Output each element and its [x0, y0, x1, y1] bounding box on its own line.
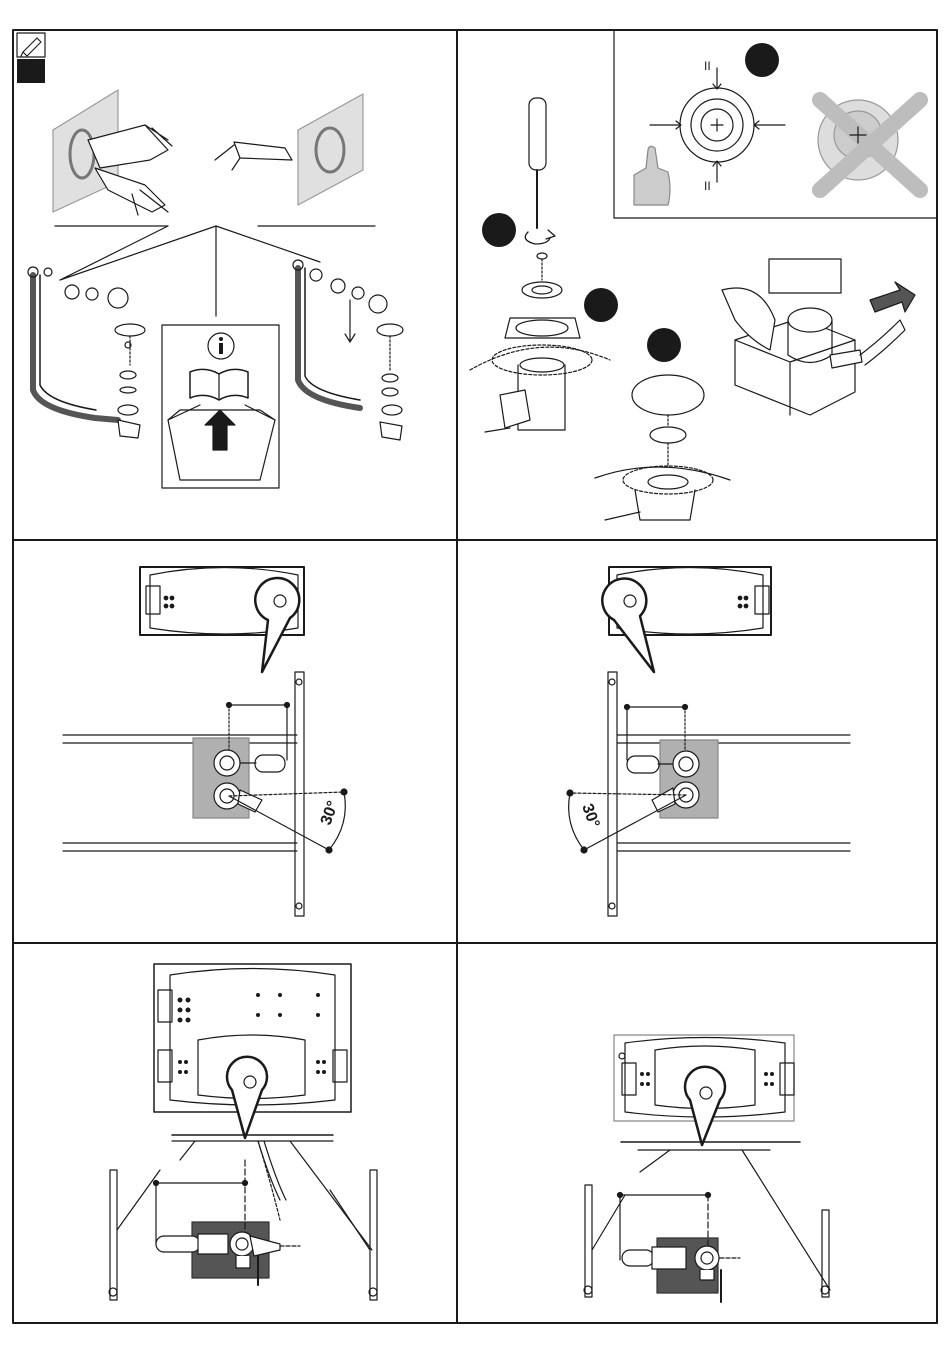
wall-plate-right	[215, 94, 363, 205]
callout-pointer	[602, 579, 654, 672]
support-bar	[110, 1170, 117, 1300]
svg-text:II: II	[704, 179, 711, 193]
step-2-marker	[584, 288, 618, 322]
step-4-marker	[745, 43, 779, 77]
wall-plate-left	[53, 90, 172, 215]
support-bar	[370, 1170, 377, 1300]
plug-cover	[595, 375, 730, 520]
panel-valve-position-right: 30°	[63, 567, 347, 916]
callout-pointer	[255, 578, 299, 672]
panel-drain-overflow-assembly: II II	[470, 30, 937, 520]
info-manual-box	[162, 325, 279, 488]
panel-grid	[13, 30, 937, 1323]
pencil-icon	[17, 33, 45, 57]
overflow-unit	[722, 259, 915, 415]
black-marker-square	[17, 59, 45, 83]
callout-pointer	[227, 1057, 267, 1138]
label-box	[769, 259, 841, 293]
drain-kit-right	[293, 260, 403, 440]
panel-valve-position-center	[584, 1035, 830, 1302]
callout-pointer	[685, 1067, 725, 1145]
cross-icon	[818, 100, 920, 190]
drain-kit-left	[28, 267, 145, 438]
strainer-assembly	[470, 253, 610, 432]
step-3-marker	[647, 328, 681, 362]
support-bar	[585, 1185, 592, 1297]
svg-text:II: II	[704, 59, 711, 73]
panel-valve-position-whirlpool	[109, 964, 377, 1300]
screwdriver	[525, 98, 555, 244]
angle-label-right: 30°	[318, 799, 342, 828]
angle-label-left: 30°	[578, 802, 602, 831]
thumbs-up-icon	[634, 146, 670, 205]
panel-drain-components	[17, 33, 403, 488]
panel-valve-position-left: 30°	[567, 567, 850, 916]
step-1-marker	[482, 213, 516, 247]
